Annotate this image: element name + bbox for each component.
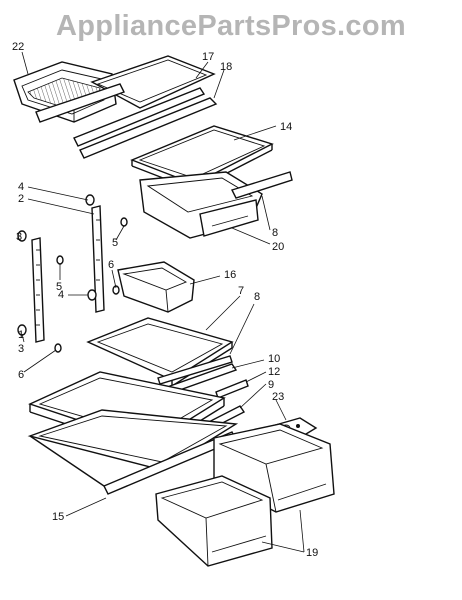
callout-5a: 5	[112, 237, 118, 249]
callout-22: 22	[12, 41, 24, 53]
leader-lines	[21, 51, 305, 553]
part-8-rod-upper	[231, 171, 293, 199]
callout-17: 17	[202, 51, 214, 63]
callout-8b: 8	[254, 291, 260, 303]
callout-4a: 4	[18, 181, 24, 193]
part-20-drawer	[139, 171, 263, 239]
part-8-rod-lower	[157, 355, 233, 385]
callout-14: 14	[280, 121, 292, 133]
callouts: 22 17 18 14 4 2 3 5 8 20 16 6 5 4 7 8 1 …	[12, 41, 318, 559]
callout-6b: 6	[18, 369, 24, 381]
callout-9: 9	[268, 379, 274, 391]
callout-3a: 3	[16, 231, 22, 243]
part-16-bin	[117, 261, 195, 313]
callout-20: 20	[272, 241, 284, 253]
left-hardware	[17, 194, 128, 353]
callout-18: 18	[220, 61, 232, 73]
part-12-rail	[215, 379, 249, 399]
callout-6a: 6	[108, 259, 114, 271]
part-18-rail	[73, 87, 218, 159]
callout-15: 15	[52, 511, 64, 523]
callout-3b: 3	[18, 343, 24, 355]
callout-19: 19	[306, 547, 318, 559]
callout-1: 1	[18, 329, 24, 341]
callout-7: 7	[238, 285, 244, 297]
part-17-shelf	[35, 55, 216, 123]
callout-12: 12	[268, 366, 280, 378]
callout-16: 16	[224, 269, 236, 281]
callout-23: 23	[272, 391, 284, 403]
part-19-drawer-left	[155, 475, 273, 567]
part-15-cover	[27, 409, 239, 495]
callout-2: 2	[18, 193, 24, 205]
callout-8a: 8	[272, 227, 278, 239]
callout-5b: 5	[56, 281, 62, 293]
callout-10: 10	[268, 353, 280, 365]
callout-4b: 4	[58, 289, 64, 301]
watermark: AppliancePartsPros.com	[56, 10, 406, 42]
